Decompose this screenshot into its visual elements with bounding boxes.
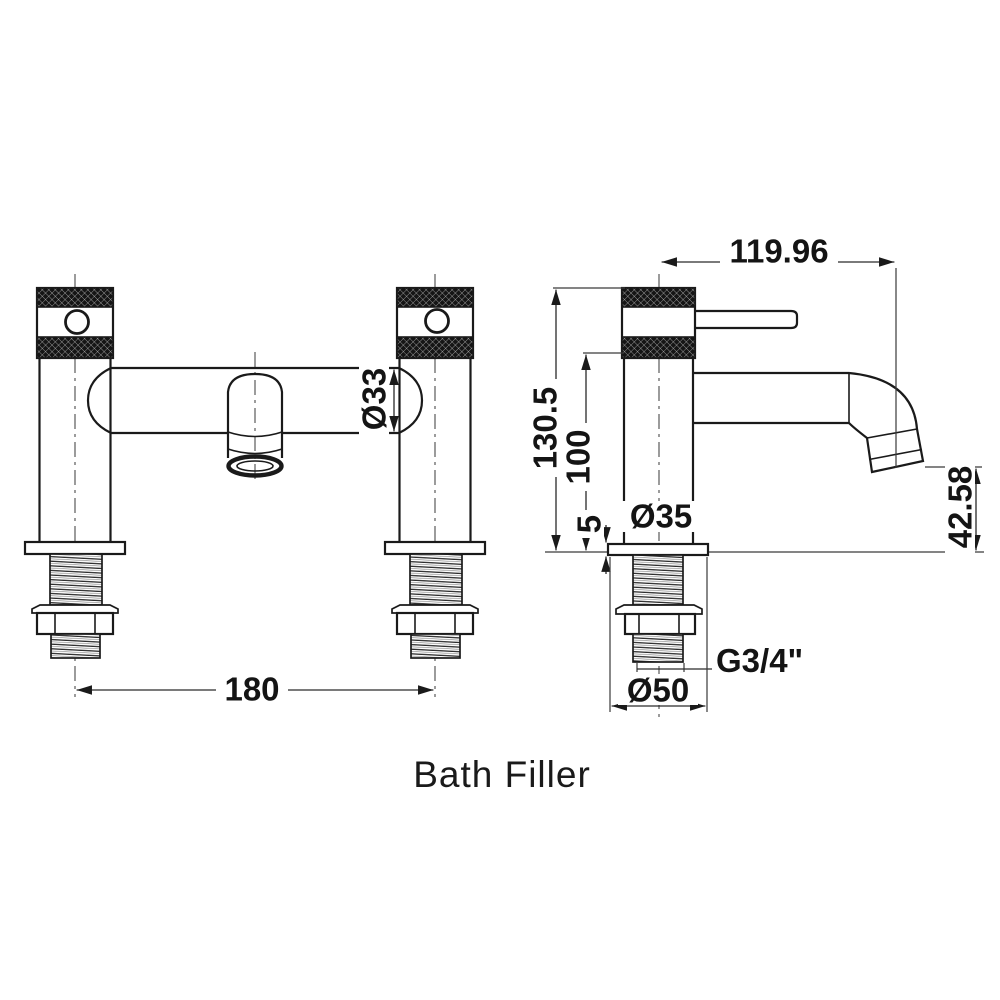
left-column-sides [38,358,112,542]
side-upper-thread [632,554,684,606]
right-column-sides [398,358,472,542]
right-handle-knurl-top [396,287,474,308]
dimension-body-diameter: Ø33 [356,363,399,435]
right-backnut-facets [414,613,456,634]
text-mask [945,460,975,554]
spout-dome-outline [226,372,284,433]
right-handle-lever-end [424,308,450,334]
left-lower-thread [50,633,101,659]
spout-shoulder-arc [227,431,283,438]
text-mask [216,672,288,705]
dimension-spout-reach: 119.96 [661,233,897,468]
right-upper-thread [409,553,463,606]
dim-hole-centres-label: 180 [224,671,279,708]
front-left-valve [23,286,127,659]
left-backnut-facets [54,613,96,634]
dim-spout-outlet-height-label: 42.58 [942,466,979,549]
dimension-flange-diameter: Ø50 [609,557,708,712]
side-valve [606,286,799,663]
side-lever [695,309,799,330]
side-flange [606,542,710,557]
spout-outlet-rim [226,454,284,478]
side-backnut-facets [638,614,680,634]
side-spout [693,371,925,474]
text-mask [574,510,604,538]
left-flange [23,540,127,556]
dim-deck-thickness-label: 5 [571,515,608,533]
text-mask [563,423,593,491]
side-handle-knurl-bottom [621,336,696,359]
dim-spout-reach-label: 119.96 [729,233,828,270]
right-lower-thread [410,633,461,659]
dim-column-diameter-label: Ø35 [630,498,692,535]
drawing-caption: Bath Filler [413,754,591,795]
dimension-deck-thickness: 5 [571,510,611,574]
body-right-chamfer [398,367,424,434]
dimension-deck-to-body: 100 [560,352,624,551]
front-right-valve [383,286,487,659]
dimension-thread-size: G3/4" [636,642,803,679]
text-mask [720,235,838,267]
dim-flange-diameter-label: Ø50 [627,672,689,709]
extension-lines [636,663,685,672]
left-handle-knurl-top [36,287,114,308]
right-handle-knurl-bottom [396,336,474,359]
side-lower-thread [632,633,684,663]
text-mask [359,363,389,435]
dim-overall-height-label: 130.5 [527,387,564,470]
dim-deck-to-body-label: 100 [560,429,597,484]
side-view: 119.96 130.5 100 5 [527,233,984,717]
dim-body-diameter-label: Ø33 [356,368,393,430]
dim-thread-size-label: G3/4" [716,642,803,679]
body-left-chamfer [86,367,112,434]
spout-bend-outer [848,371,925,474]
spout-outlet-inner [236,460,274,472]
left-upper-thread [49,553,103,606]
text-mask [618,674,698,705]
left-washer [31,604,119,614]
front-view: Ø33 180 [23,274,487,708]
side-handle-knurl-top [621,287,696,308]
text-mask [621,501,701,532]
left-handle-knurl-bottom [36,336,114,359]
left-backnut [35,611,115,636]
dimension-column-diameter: Ø35 [621,498,701,535]
front-spout [226,372,284,478]
spout-nozzle-line-1 [866,428,918,439]
spout-ring-arc [227,448,283,455]
right-washer [391,604,479,614]
side-backnut [623,612,697,636]
dimension-spout-outlet-height: 42.58 [925,460,982,554]
left-handle-lever-end [64,309,90,335]
text-mask [530,379,560,477]
spout-lower-sides [226,433,284,458]
side-washer [615,604,703,615]
right-backnut [395,611,475,636]
right-flange [383,540,487,556]
dimension-overall-height: 130.5 [527,287,625,551]
dimension-hole-centres: 180 [76,671,434,708]
